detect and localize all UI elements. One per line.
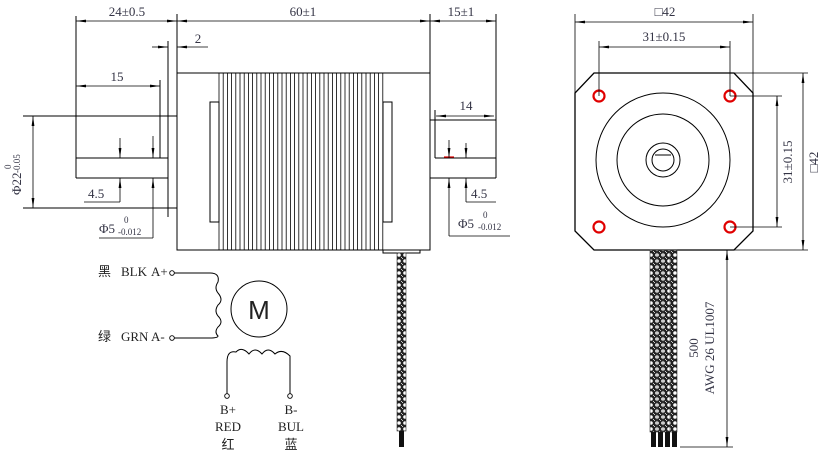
dim-cable-length: 500 <box>686 338 701 358</box>
boss-dia-value: Φ22 <box>9 172 24 195</box>
mount-hole-bottom-left <box>592 220 606 234</box>
wire-end-4 <box>672 432 677 447</box>
motor-symbol-circle <box>230 280 288 338</box>
wire-a-plus-cn: 黑 <box>98 264 111 279</box>
stator-laminations <box>218 73 384 250</box>
rear-end-cap <box>382 101 393 223</box>
front-cable-braid <box>649 249 678 433</box>
dim-square-width: □42 <box>655 4 676 19</box>
side-cable-braid <box>396 252 407 432</box>
dim-shaft-dia-rear: Φ5 0 -0.012 <box>458 210 501 232</box>
dim-rear-length: 15±1 <box>448 4 475 19</box>
mount-holes <box>592 89 737 234</box>
shaft-front-dia-value: Φ5 <box>99 221 115 236</box>
front-end-cap <box>209 101 220 223</box>
wire-b-plus-color: RED <box>215 419 241 434</box>
wire-a-minus-color: GRN <box>121 329 149 344</box>
wire-a-plus-pin: A+ <box>151 264 168 279</box>
dim-front-shaft-length: 15 <box>111 69 124 84</box>
wire-end-1 <box>651 432 656 447</box>
wire-end-2 <box>658 432 663 447</box>
dim-hole-spacing-v: 31±0.15 <box>780 141 795 184</box>
motor-symbol-label: M <box>248 295 270 325</box>
wire-b-plus-cn: 红 <box>221 437 234 452</box>
wire-end-3 <box>665 432 670 447</box>
coil-a <box>174 272 222 339</box>
wire-b-minus-color: BUL <box>278 419 304 434</box>
side-view: 24±0.5 60±1 15±1 2 15 Φ22 0 -0.05 4.5 Φ5 <box>3 4 510 447</box>
dim-rear-shaft-length: 14 <box>460 98 474 113</box>
shaft-step <box>159 80 168 159</box>
shaft-collar <box>645 142 681 178</box>
dim-body-length: 60±1 <box>290 4 317 19</box>
shaft-front-lower-tol: -0.012 <box>118 227 141 237</box>
boss-dia-upper-tol: 0 <box>3 164 13 169</box>
cable-spec: AWG 26 UL1007 <box>702 301 717 394</box>
terminal-b-minus <box>287 393 293 399</box>
dim-boss-dia: Φ22 0 -0.05 <box>3 154 24 195</box>
wire-b-minus-cn: 蓝 <box>284 437 297 452</box>
dim-square-height: □42 <box>806 152 821 173</box>
shaft-rear-dia-value: Φ5 <box>458 216 474 231</box>
dim-flat-depth-front: 4.5 <box>88 186 104 201</box>
dim-flange-thickness: 2 <box>195 31 202 46</box>
dim-flat-depth-rear: 4.5 <box>471 186 487 201</box>
motor-body-outline <box>176 72 431 251</box>
boss-dia-lower-tol: -0.05 <box>12 154 22 173</box>
wire-b-minus-pin: B- <box>285 402 298 417</box>
dim-hole-spacing-h: 31±0.15 <box>643 29 686 44</box>
wire-a-minus-cn: 绿 <box>98 329 111 344</box>
shaft-rear-lower-tol: -0.012 <box>478 222 501 232</box>
terminal-b-plus <box>224 393 230 399</box>
dim-shaft-dia-front: Φ5 0 -0.012 <box>99 215 141 237</box>
shaft-rear-upper-tol: 0 <box>483 210 488 220</box>
shaft-circle <box>651 148 675 172</box>
boss-outer-circle <box>595 92 731 228</box>
wiring-schematic: 黑 BLK A+ 绿 GRN A- M B+ RED 红 B- BUL 蓝 <box>98 264 304 452</box>
terminal-a-plus <box>169 270 175 276</box>
side-cable-wire-end <box>399 431 404 447</box>
coil-b <box>226 348 291 394</box>
wire-a-minus-pin: A- <box>151 329 165 344</box>
boss-inner-circle <box>616 113 710 207</box>
shaft-front-upper-tol: 0 <box>124 215 129 225</box>
terminal-a-minus <box>169 335 175 341</box>
wire-ends <box>651 432 677 447</box>
wire-b-plus-pin: B+ <box>220 402 236 417</box>
front-view: □42 31±0.15 31±0.15 □42 500 AWG 26 UL100… <box>574 4 821 448</box>
dim-front-length: 24±0.5 <box>109 4 145 19</box>
wire-a-plus-color: BLK <box>121 264 148 279</box>
